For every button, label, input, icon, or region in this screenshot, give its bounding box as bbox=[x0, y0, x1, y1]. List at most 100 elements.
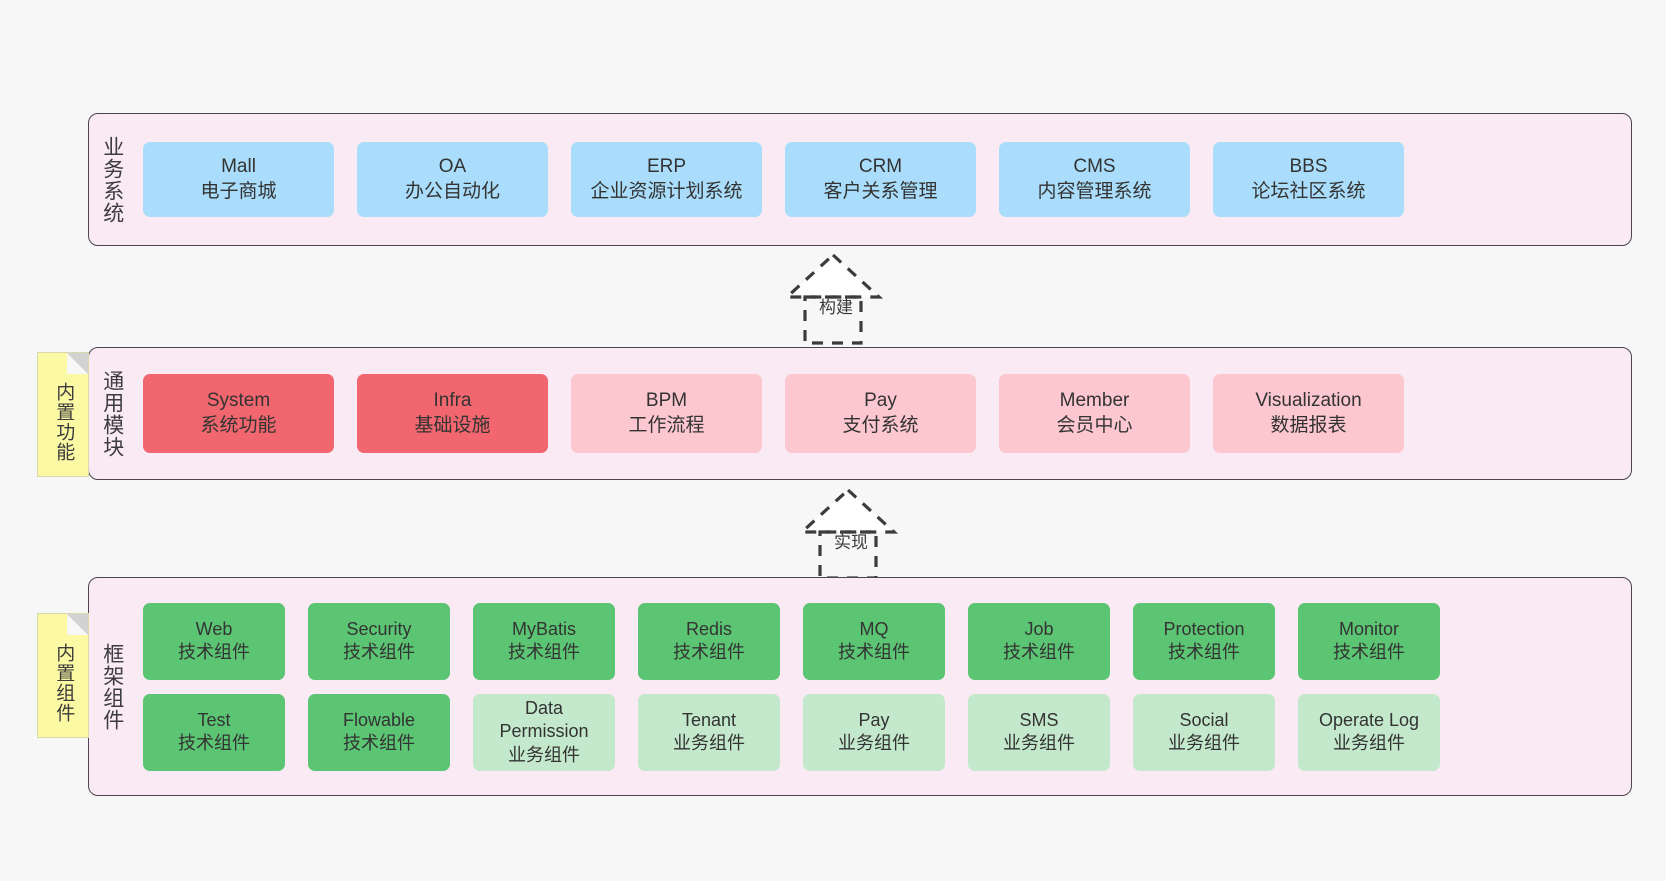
uml-dashed-shaft bbox=[803, 295, 863, 345]
layer-framework-components[interactable]: 框架组件 Web 技术组件 Security 技术组件 MyBatis 技术组件… bbox=[88, 577, 1632, 796]
node-row: Test 技术组件 Flowable 技术组件 Data Permission … bbox=[143, 693, 1615, 771]
node-subtitle: 技术组件 bbox=[838, 642, 910, 662]
node-subtitle: 会员中心 bbox=[1056, 414, 1133, 436]
connector-build-label: 构建 bbox=[819, 298, 853, 317]
node-subtitle: 基础设施 bbox=[414, 414, 491, 436]
node-title: CRM bbox=[858, 156, 903, 178]
layer-body-common-modules: System 系统功能 Infra 基础设施 BPM 工作流程 Pay 支付系统… bbox=[135, 348, 1631, 479]
node-row: Web 技术组件 Security 技术组件 MyBatis 技术组件 Redi… bbox=[143, 602, 1615, 680]
node-title: BBS bbox=[1289, 156, 1328, 178]
node-bbs[interactable]: BBS 论坛社区系统 bbox=[1213, 142, 1404, 217]
node-subtitle: 支付系统 bbox=[842, 414, 919, 436]
node-sms[interactable]: SMS 业务组件 bbox=[968, 693, 1110, 771]
node-infra[interactable]: Infra 基础设施 bbox=[357, 374, 548, 453]
node-title: Member bbox=[1059, 390, 1130, 412]
node-title: Protection bbox=[1163, 618, 1245, 639]
node-title: Pay bbox=[864, 390, 897, 412]
node-title: Infra bbox=[433, 390, 472, 412]
node-system[interactable]: System 系统功能 bbox=[143, 374, 334, 453]
node-title: CMS bbox=[1073, 156, 1116, 178]
layer-label-framework-components: 框架组件 bbox=[100, 642, 124, 731]
node-title: BPM bbox=[645, 390, 688, 412]
node-title: Test bbox=[197, 709, 231, 730]
node-subtitle: 技术组件 bbox=[178, 642, 250, 662]
node-pay-component[interactable]: Pay 业务组件 bbox=[803, 693, 945, 771]
node-title: MQ bbox=[859, 618, 889, 639]
layer-body-business-systems: Mall 电子商城 OA 办公自动化 ERP 企业资源计划系统 CRM 客户关系… bbox=[135, 114, 1631, 245]
node-title: Job bbox=[1024, 618, 1054, 639]
connector-build: 构建 bbox=[757, 252, 909, 345]
node-title: SMS bbox=[1019, 709, 1059, 730]
node-crm[interactable]: CRM 客户关系管理 bbox=[785, 142, 976, 217]
layer-label-business-systems: 业务系统 bbox=[100, 135, 124, 224]
node-mq[interactable]: MQ 技术组件 bbox=[803, 602, 945, 680]
node-subtitle: 企业资源计划系统 bbox=[590, 180, 743, 202]
layer-body-framework-components: Web 技术组件 Security 技术组件 MyBatis 技术组件 Redi… bbox=[135, 578, 1631, 795]
node-title: Web bbox=[195, 618, 233, 639]
node-subtitle: 技术组件 bbox=[178, 733, 250, 753]
node-protection[interactable]: Protection 技术组件 bbox=[1133, 602, 1275, 680]
node-operate-log[interactable]: Operate Log 业务组件 bbox=[1298, 693, 1440, 771]
node-subtitle: 技术组件 bbox=[1333, 642, 1405, 662]
node-web[interactable]: Web 技术组件 bbox=[143, 602, 285, 680]
node-title: Pay bbox=[858, 709, 890, 730]
node-subtitle: 系统功能 bbox=[200, 414, 277, 436]
node-title: Data Permission bbox=[499, 698, 589, 742]
node-erp[interactable]: ERP 企业资源计划系统 bbox=[571, 142, 762, 217]
node-mall[interactable]: Mall 电子商城 bbox=[143, 142, 334, 217]
connector-implement-label: 实现 bbox=[834, 533, 868, 552]
node-cms[interactable]: CMS 内容管理系统 bbox=[999, 142, 1190, 217]
node-pay-module[interactable]: Pay 支付系统 bbox=[785, 374, 976, 453]
node-subtitle: 技术组件 bbox=[673, 642, 745, 662]
node-tenant[interactable]: Tenant 业务组件 bbox=[638, 693, 780, 771]
node-subtitle: 技术组件 bbox=[343, 642, 415, 662]
node-data-permission[interactable]: Data Permission 业务组件 bbox=[473, 693, 615, 771]
connector-implement: 实现 bbox=[772, 487, 924, 580]
node-redis[interactable]: Redis 技术组件 bbox=[638, 602, 780, 680]
node-subtitle: 客户关系管理 bbox=[823, 180, 938, 202]
node-oa[interactable]: OA 办公自动化 bbox=[357, 142, 548, 217]
node-title: Flowable bbox=[342, 709, 416, 730]
node-monitor[interactable]: Monitor 技术组件 bbox=[1298, 602, 1440, 680]
node-subtitle: 内容管理系统 bbox=[1037, 180, 1152, 202]
node-mybatis[interactable]: MyBatis 技术组件 bbox=[473, 602, 615, 680]
node-title: Operate Log bbox=[1318, 709, 1420, 730]
node-subtitle: 业务组件 bbox=[1003, 733, 1075, 753]
node-subtitle: 技术组件 bbox=[343, 733, 415, 753]
node-title: System bbox=[206, 390, 271, 412]
node-subtitle: 办公自动化 bbox=[404, 180, 500, 202]
layer-common-modules[interactable]: 通用模块 System 系统功能 Infra 基础设施 BPM 工作流程 Pay… bbox=[88, 347, 1632, 480]
node-title: Security bbox=[346, 618, 412, 639]
node-subtitle: 数据报表 bbox=[1270, 414, 1347, 436]
node-title: Visualization bbox=[1255, 390, 1362, 412]
node-title: Mall bbox=[221, 156, 256, 178]
node-member[interactable]: Member 会员中心 bbox=[999, 374, 1190, 453]
node-title: Redis bbox=[685, 618, 733, 639]
node-bpm[interactable]: BPM 工作流程 bbox=[571, 374, 762, 453]
node-job[interactable]: Job 技术组件 bbox=[968, 602, 1110, 680]
node-subtitle: 论坛社区系统 bbox=[1251, 180, 1366, 202]
node-subtitle: 技术组件 bbox=[1003, 642, 1075, 662]
uml-hollow-triangle-icon bbox=[797, 487, 899, 534]
node-title: MyBatis bbox=[511, 618, 576, 639]
node-title: ERP bbox=[646, 156, 687, 178]
uml-hollow-triangle-icon bbox=[782, 252, 884, 299]
node-row: System 系统功能 Infra 基础设施 BPM 工作流程 Pay 支付系统… bbox=[143, 374, 1615, 453]
node-subtitle: 业务组件 bbox=[838, 733, 910, 753]
node-social[interactable]: Social 业务组件 bbox=[1133, 693, 1275, 771]
node-subtitle: 电子商城 bbox=[200, 180, 277, 202]
layer-label-common-modules: 通用模块 bbox=[100, 369, 124, 458]
node-title: Social bbox=[1179, 709, 1229, 730]
node-title: OA bbox=[438, 156, 467, 178]
node-title: Tenant bbox=[681, 709, 737, 730]
node-title: Monitor bbox=[1338, 618, 1400, 639]
node-flowable[interactable]: Flowable 技术组件 bbox=[308, 693, 450, 771]
sticky-note-builtin-component[interactable]: 内置组件 bbox=[37, 613, 89, 738]
node-subtitle: 技术组件 bbox=[508, 642, 580, 662]
node-visualization[interactable]: Visualization 数据报表 bbox=[1213, 374, 1404, 453]
sticky-note-builtin-function[interactable]: 内置功能 bbox=[37, 352, 89, 477]
layer-business-systems[interactable]: 业务系统 Mall 电子商城 OA 办公自动化 ERP 企业资源计划系统 CRM… bbox=[88, 113, 1632, 246]
node-subtitle: 业务组件 bbox=[508, 744, 580, 765]
node-test[interactable]: Test 技术组件 bbox=[143, 693, 285, 771]
node-security[interactable]: Security 技术组件 bbox=[308, 602, 450, 680]
